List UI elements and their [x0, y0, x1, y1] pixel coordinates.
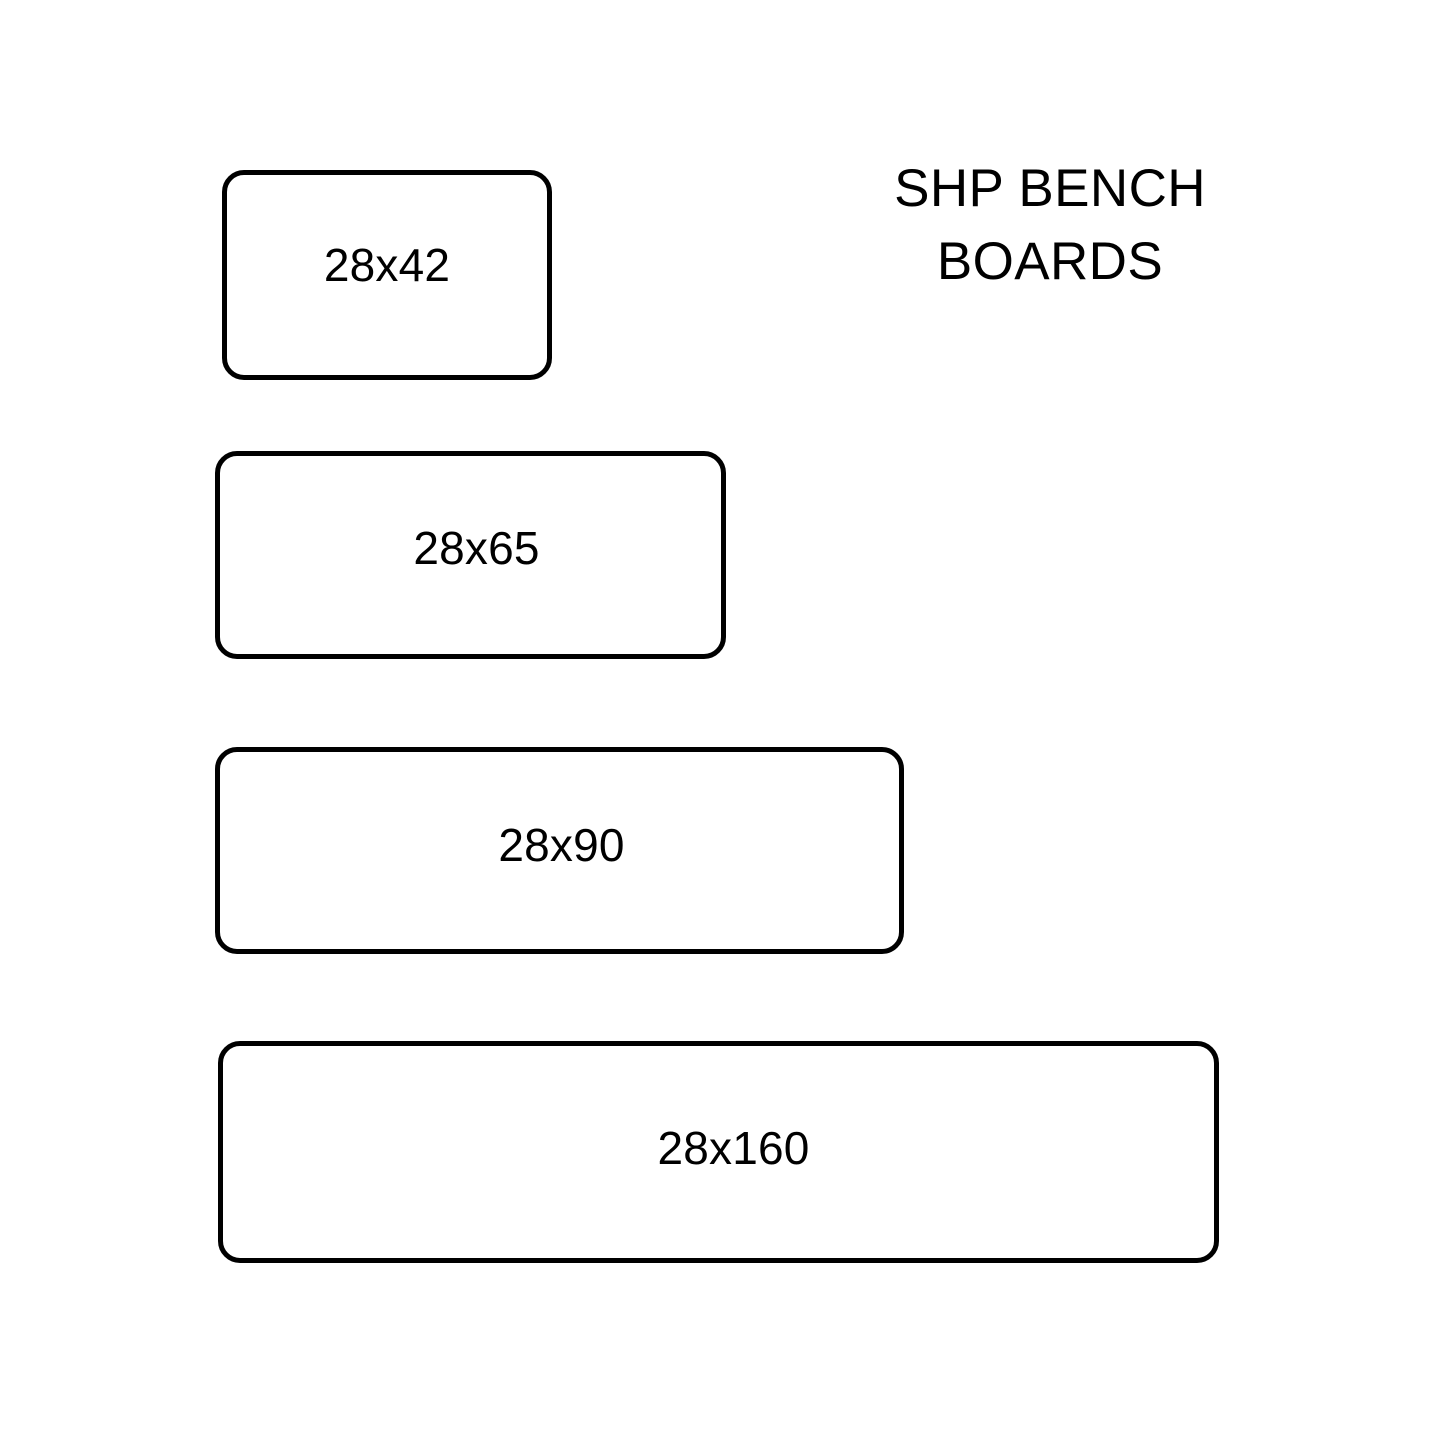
board-rect-28x160[interactable]: 28x160	[218, 1041, 1219, 1263]
board-label-28x65: 28x65	[413, 522, 540, 574]
title-line-2: BOARDS	[936, 232, 1164, 292]
board-label-28x160: 28x160	[657, 1122, 810, 1174]
title-line-1: SHP BENCH	[894, 159, 1206, 218]
board-rect-28x42[interactable]: 28x42	[222, 170, 552, 380]
board-rect-28x65[interactable]: 28x65	[215, 451, 726, 659]
board-rect-28x90[interactable]: 28x90	[215, 747, 904, 954]
page-title: SHP BENCH BOARDS	[830, 152, 1270, 298]
board-label-28x90: 28x90	[498, 818, 625, 871]
board-label-28x42: 28x42	[323, 239, 451, 291]
